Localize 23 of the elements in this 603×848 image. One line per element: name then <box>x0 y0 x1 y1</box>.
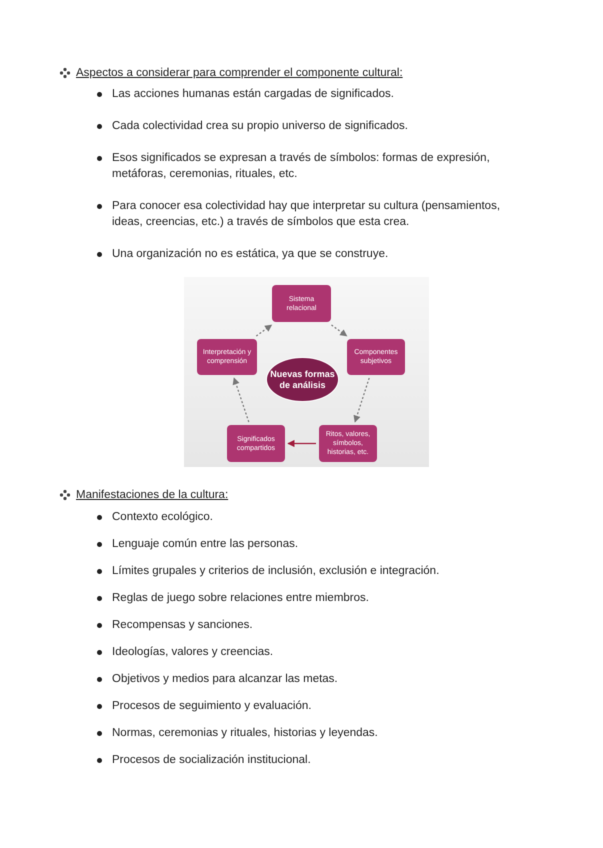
bullet-text: Lenguaje común entre las personas. <box>112 537 298 552</box>
section-heading: Manifestaciones de la cultura: <box>76 489 228 501</box>
bullet-text: Esos significados se expresan a través de símbolos: formas de expresión, metáforas, ceremonias, rituales, etc. <box>112 151 491 182</box>
arrow <box>354 378 370 423</box>
bullet-text: Procesos de socialización institucional. <box>112 753 311 768</box>
arrow <box>331 324 348 336</box>
bullet-text: Cada colectividad crea su propio universo de significados. <box>112 119 408 134</box>
section-heading: Aspectos a considerar para comprender el componente cultural: <box>76 67 403 79</box>
bullet-text: Recompensas y sanciones. <box>112 618 253 633</box>
bullet-text: Objetivos y medios para alcanzar las metas. <box>112 672 338 687</box>
bullet-text: Para conocer esa colectividad hay que interpretar su cultura (pensamientos, ideas, creencias, etc.) a través de símbolos que esta crea. <box>112 199 502 230</box>
bullet-text: Ideologías, valores y creencias. <box>112 645 274 660</box>
bullet-text: Contexto ecológico. <box>112 510 214 525</box>
arrow <box>256 324 272 336</box>
bullet-text: Procesos de seguimiento y evaluación. <box>112 699 312 714</box>
bullet-text: Una organización no es estática, ya que se construye. <box>112 247 388 262</box>
bullet-text: Las acciones humanas están cargadas de significados. <box>112 87 394 102</box>
bullet-text: Normas, ceremonias y rituales, historias y leyendas. <box>112 726 378 741</box>
bullet-text: Límites grupales y criterios de inclusión, exclusión e integración. <box>112 564 440 579</box>
arrow <box>232 377 250 422</box>
arrow <box>287 440 316 448</box>
central-ellipse: Nuevas formas de análisis <box>266 357 339 402</box>
bullet-text: Reglas de juego sobre relaciones entre miembros. <box>112 591 369 606</box>
